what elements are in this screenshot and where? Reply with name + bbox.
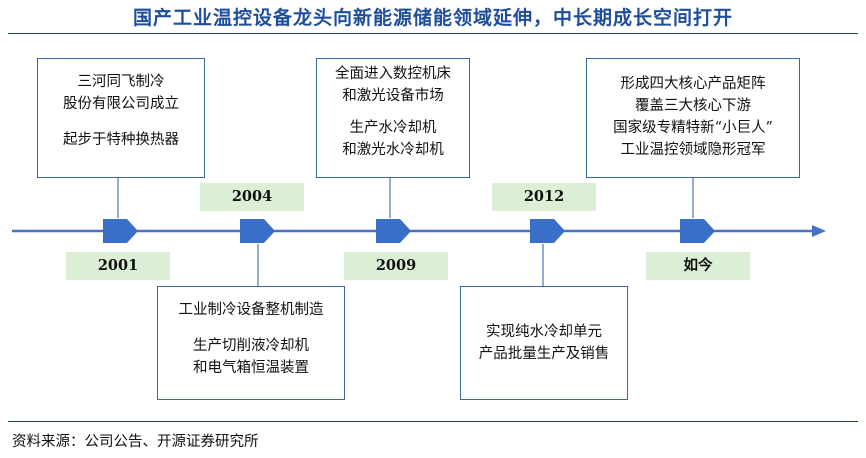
milestone-box-2001: 三河同飞制冷 股份有限公司成立 起步于特种换热器 — [37, 58, 205, 178]
marker-2001 — [103, 219, 138, 243]
page-title: 国产工业温控设备龙头向新能源储能领域延伸，中长期成长空间打开 — [132, 7, 733, 29]
milestone-text: 实现纯水冷却单元 — [486, 324, 602, 340]
year-label-2012: 2012 — [492, 183, 596, 211]
milestone-box-2009: 全面进入数控机床 和激光设备市场 生产水冷却机 和激光水冷却机 — [316, 58, 470, 178]
milestone-text: 全面进入数控机床 — [335, 66, 451, 82]
marker-2012 — [530, 219, 565, 243]
milestone-box-now: 形成四大核心产品矩阵 覆盖三大核心下游 国家级专精特新“小巨人” 工业温控领域隐… — [586, 58, 800, 178]
milestone-text: 股份有限公司成立 — [63, 96, 179, 112]
milestone-text: 产品批量生产及销售 — [478, 346, 610, 362]
marker-2004 — [240, 219, 275, 243]
milestone-box-2012: 实现纯水冷却单元 产品批量生产及销售 — [460, 286, 628, 400]
marker-2009 — [376, 219, 411, 243]
milestone-text: 和激光水冷却机 — [342, 142, 444, 158]
milestone-text: 和电气箱恒温装置 — [193, 360, 309, 376]
timeline-arrowhead — [812, 225, 826, 237]
milestone-text: 生产切削液冷却机 — [193, 338, 309, 354]
source-divider — [8, 421, 858, 422]
milestone-text: 和激光设备市场 — [342, 88, 444, 104]
year-label-2004: 2004 — [200, 183, 304, 211]
title-underline — [8, 33, 858, 34]
milestone-text: 工业制冷设备整机制造 — [178, 302, 324, 318]
year-label-2009: 2009 — [344, 252, 448, 280]
year-label-now: 如今 — [646, 252, 750, 280]
milestone-text: 国家级专精特新“小巨人” — [613, 120, 773, 136]
milestone-text: 工业温控领域隐形冠军 — [620, 142, 766, 158]
milestone-text: 三河同飞制冷 — [77, 74, 165, 90]
source-note: 资料来源：公司公告、开源证券研究所 — [12, 434, 259, 450]
marker-now — [680, 219, 715, 243]
milestone-text: 形成四大核心产品矩阵 — [620, 76, 766, 92]
milestone-text: 生产水冷却机 — [349, 120, 437, 136]
milestone-text: 覆盖三大核心下游 — [635, 98, 751, 114]
year-label-2001: 2001 — [66, 252, 170, 280]
milestone-text: 起步于特种换热器 — [63, 132, 179, 148]
milestone-box-2004: 工业制冷设备整机制造 生产切削液冷却机 和电气箱恒温装置 — [157, 286, 345, 400]
